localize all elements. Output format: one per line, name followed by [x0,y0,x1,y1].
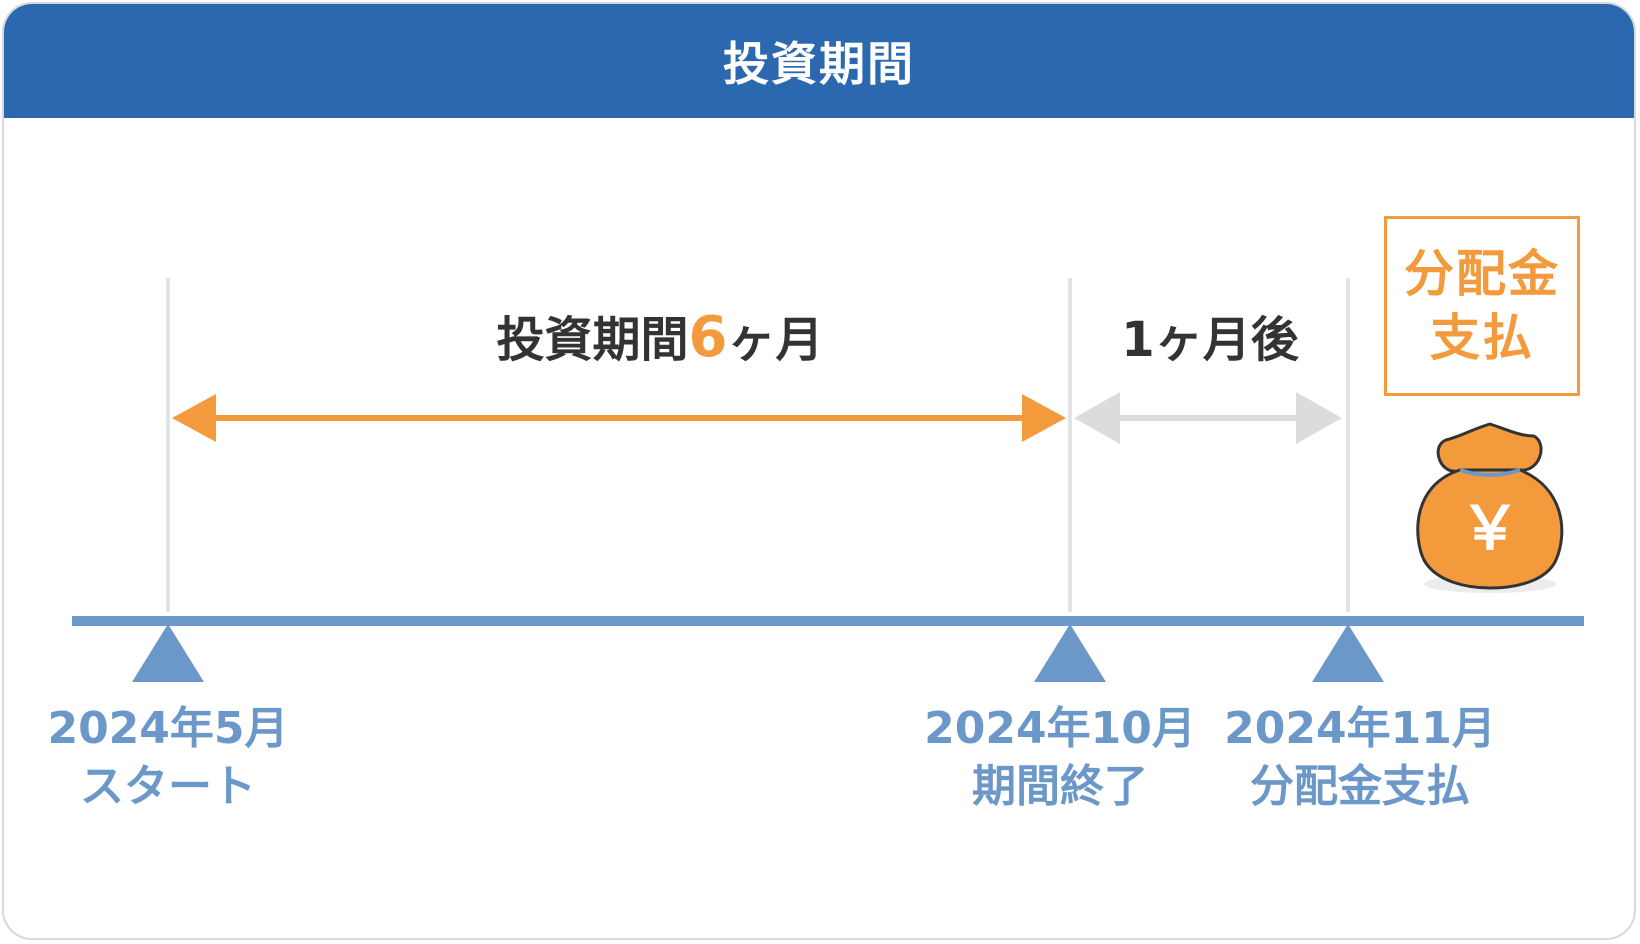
header-bar: 投資期間 [4,4,1634,118]
milestone-marker-start [132,624,204,682]
payout-box: 分配金 支払 [1384,216,1580,396]
investment-period-arrow [172,394,1066,442]
period-label-prefix: 投資期間 [496,312,689,368]
milestone-date: 2024年10月 [924,703,1196,754]
payout-line1: 分配金 [1404,245,1560,303]
milestone-label-end: 2024年10月 期間終了 [910,700,1210,816]
investment-period-label: 投資期間6ヶ月 [440,300,880,370]
milestone-date: 2024年11月 [1224,703,1496,754]
yen-symbol: ￥ [1460,494,1520,564]
period-label-number: 6 [688,305,728,370]
milestone-marker-end [1034,624,1106,682]
milestone-date: 2024年5月 [47,703,289,754]
milestone-label-payout: 2024年11月 分配金支払 [1210,700,1510,816]
milestone-caption: 期間終了 [972,761,1148,812]
milestone-caption: 分配金支払 [1250,761,1470,812]
one-month-gap-arrow [1074,392,1342,444]
one-month-later-label: 1ヶ月後 [1121,312,1299,368]
header-title: 投資期間 [723,37,915,91]
milestone-caption: スタート [80,761,256,812]
period-label-suffix: ヶ月 [727,312,824,368]
payout-line2: 支払 [1430,309,1534,367]
milestone-label-start: 2024年5月 スタート [28,700,308,816]
money-bag-icon [1416,422,1564,593]
milestone-marker-payout [1312,624,1384,682]
